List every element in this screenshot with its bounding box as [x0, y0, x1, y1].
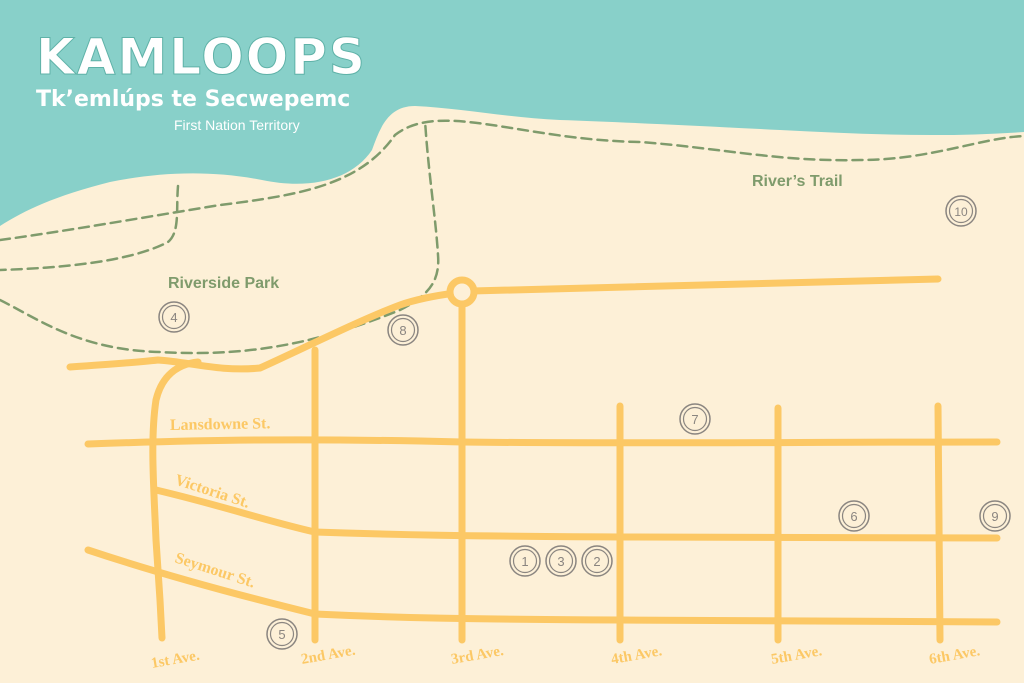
roads — [66, 275, 1001, 644]
marker-10-number: 10 — [954, 205, 968, 219]
marker-2-number: 2 — [593, 554, 600, 569]
marker-8-number: 8 — [399, 323, 406, 338]
marker-10[interactable]: 10 — [945, 195, 977, 227]
marker-7[interactable]: 7 — [679, 403, 711, 435]
first-ave-road — [149, 358, 202, 642]
marker-3-number: 3 — [557, 554, 564, 569]
rivers-trail-path — [0, 119, 1024, 242]
marker-5[interactable]: 5 — [266, 618, 298, 650]
map-subtitle: Tk’emlúps te Secwepemc — [36, 87, 350, 112]
lansdowne-road — [84, 436, 1001, 448]
riverside-park-trail-branch — [0, 184, 180, 272]
marker-9[interactable]: 9 — [979, 500, 1011, 532]
marker-3[interactable]: 3 — [545, 545, 577, 577]
marker-4[interactable]: 4 — [158, 301, 190, 333]
map-title: KAMLOOPS — [36, 28, 367, 86]
marker-7-number: 7 — [691, 412, 698, 427]
rivers-trail-label: River’s Trail — [752, 173, 843, 190]
riverside-park-label: Riverside Park — [168, 275, 279, 292]
marker-4-number: 4 — [170, 310, 177, 325]
lansdowne-street-label: Lansdowne St. — [170, 415, 271, 434]
marker-9-number: 9 — [991, 509, 998, 524]
marker-6-number: 6 — [850, 509, 857, 524]
map-subtitle-small: First Nation Territory — [174, 117, 300, 133]
marker-8[interactable]: 8 — [387, 314, 419, 346]
victoria-road — [152, 486, 1001, 542]
marker-5-number: 5 — [278, 627, 285, 642]
seymour-road — [84, 546, 1001, 626]
riverside-road-east — [468, 275, 942, 295]
marker-6[interactable]: 6 — [838, 500, 870, 532]
marker-2[interactable]: 2 — [581, 545, 613, 577]
marker-1-number: 1 — [521, 554, 528, 569]
marker-1[interactable]: 1 — [509, 545, 541, 577]
roundabout — [446, 276, 478, 308]
river — [0, 0, 1024, 226]
riverside-road — [66, 289, 459, 373]
